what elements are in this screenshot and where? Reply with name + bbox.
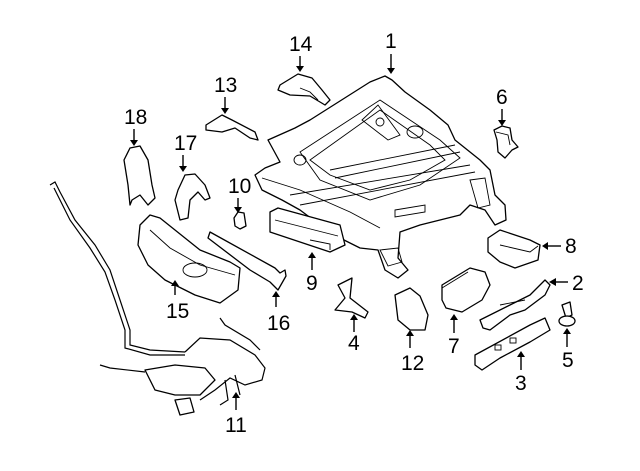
callout-7: 7 — [448, 314, 460, 358]
callout-11: 11 — [225, 392, 247, 437]
callout-5: 5 — [562, 328, 574, 372]
callout-label: 10 — [228, 175, 251, 198]
arrow-head-icon — [272, 291, 280, 297]
callout-label: 5 — [562, 349, 574, 372]
part-wire-harness-11 — [49, 181, 266, 416]
callout-10: 10 — [228, 175, 251, 213]
part-bracket-4 — [334, 277, 369, 319]
arrow-head-icon — [221, 108, 229, 114]
arrow-head-icon — [406, 330, 414, 336]
part-plate-3 — [474, 317, 551, 371]
part-module-7 — [441, 267, 491, 313]
callout-16: 16 — [267, 291, 290, 335]
callout-1: 1 — [385, 30, 397, 74]
part-bracket-2 — [479, 279, 551, 331]
part-side-shield-15 — [137, 214, 241, 304]
callout-label: 15 — [166, 300, 189, 323]
callout-3: 3 — [515, 351, 527, 395]
arrow-head-icon — [350, 314, 358, 320]
callout-label: 1 — [385, 30, 397, 53]
callout-8: 8 — [542, 235, 577, 258]
arrow-head-icon — [234, 207, 242, 213]
callout-label: 6 — [496, 86, 508, 109]
arrow-head-icon — [517, 351, 525, 357]
callout-2: 2 — [549, 272, 584, 295]
callout-15: 15 — [166, 280, 189, 323]
part-seat-track-frame — [254, 75, 507, 279]
part-cover-12 — [394, 287, 429, 331]
part-bracket-13 — [205, 114, 259, 141]
callout-label: 4 — [348, 332, 360, 355]
part-knob-10 — [233, 211, 247, 230]
arrow-head-icon — [308, 252, 316, 258]
callout-13: 13 — [214, 74, 237, 114]
part-module-8 — [487, 229, 541, 269]
callout-label: 2 — [572, 272, 584, 295]
callout-18: 18 — [124, 106, 147, 146]
arrow-head-icon — [563, 328, 571, 334]
callout-14: 14 — [289, 33, 313, 72]
callout-label: 18 — [124, 106, 147, 129]
arrow-head-icon — [498, 120, 506, 126]
part-switch-6 — [493, 125, 519, 159]
callout-label: 16 — [267, 312, 290, 335]
callout-6: 6 — [496, 86, 508, 126]
callout-label: 13 — [214, 74, 237, 97]
callout-label: 11 — [225, 414, 247, 437]
callout-label: 12 — [401, 352, 424, 375]
callout-label: 8 — [565, 235, 577, 258]
callout-4: 4 — [348, 314, 360, 355]
callout-17: 17 — [174, 132, 197, 172]
arrow-head-icon — [179, 166, 187, 172]
callout-label: 9 — [306, 272, 318, 295]
part-trim-strip-16 — [207, 231, 287, 291]
callout-12: 12 — [401, 330, 424, 375]
callout-label: 3 — [515, 372, 527, 395]
arrow-head-icon — [387, 68, 395, 74]
callout-label: 7 — [448, 335, 460, 358]
callout-9: 9 — [306, 252, 318, 295]
callout-label: 14 — [289, 33, 313, 56]
arrow-head-icon — [450, 314, 458, 320]
part-cover-18 — [123, 145, 156, 206]
arrow-head-icon — [296, 66, 304, 72]
part-switch-9 — [269, 207, 346, 253]
arrow-head-icon — [232, 392, 240, 398]
arrow-head-icon — [542, 242, 548, 250]
arrow-head-icon — [549, 278, 556, 286]
part-cover-17 — [174, 173, 211, 221]
part-cover-14 — [277, 73, 331, 106]
arrow-head-icon — [171, 280, 179, 286]
arrow-head-icon — [130, 140, 138, 146]
part-bolt-5 — [558, 301, 576, 327]
callout-label: 17 — [174, 132, 197, 155]
